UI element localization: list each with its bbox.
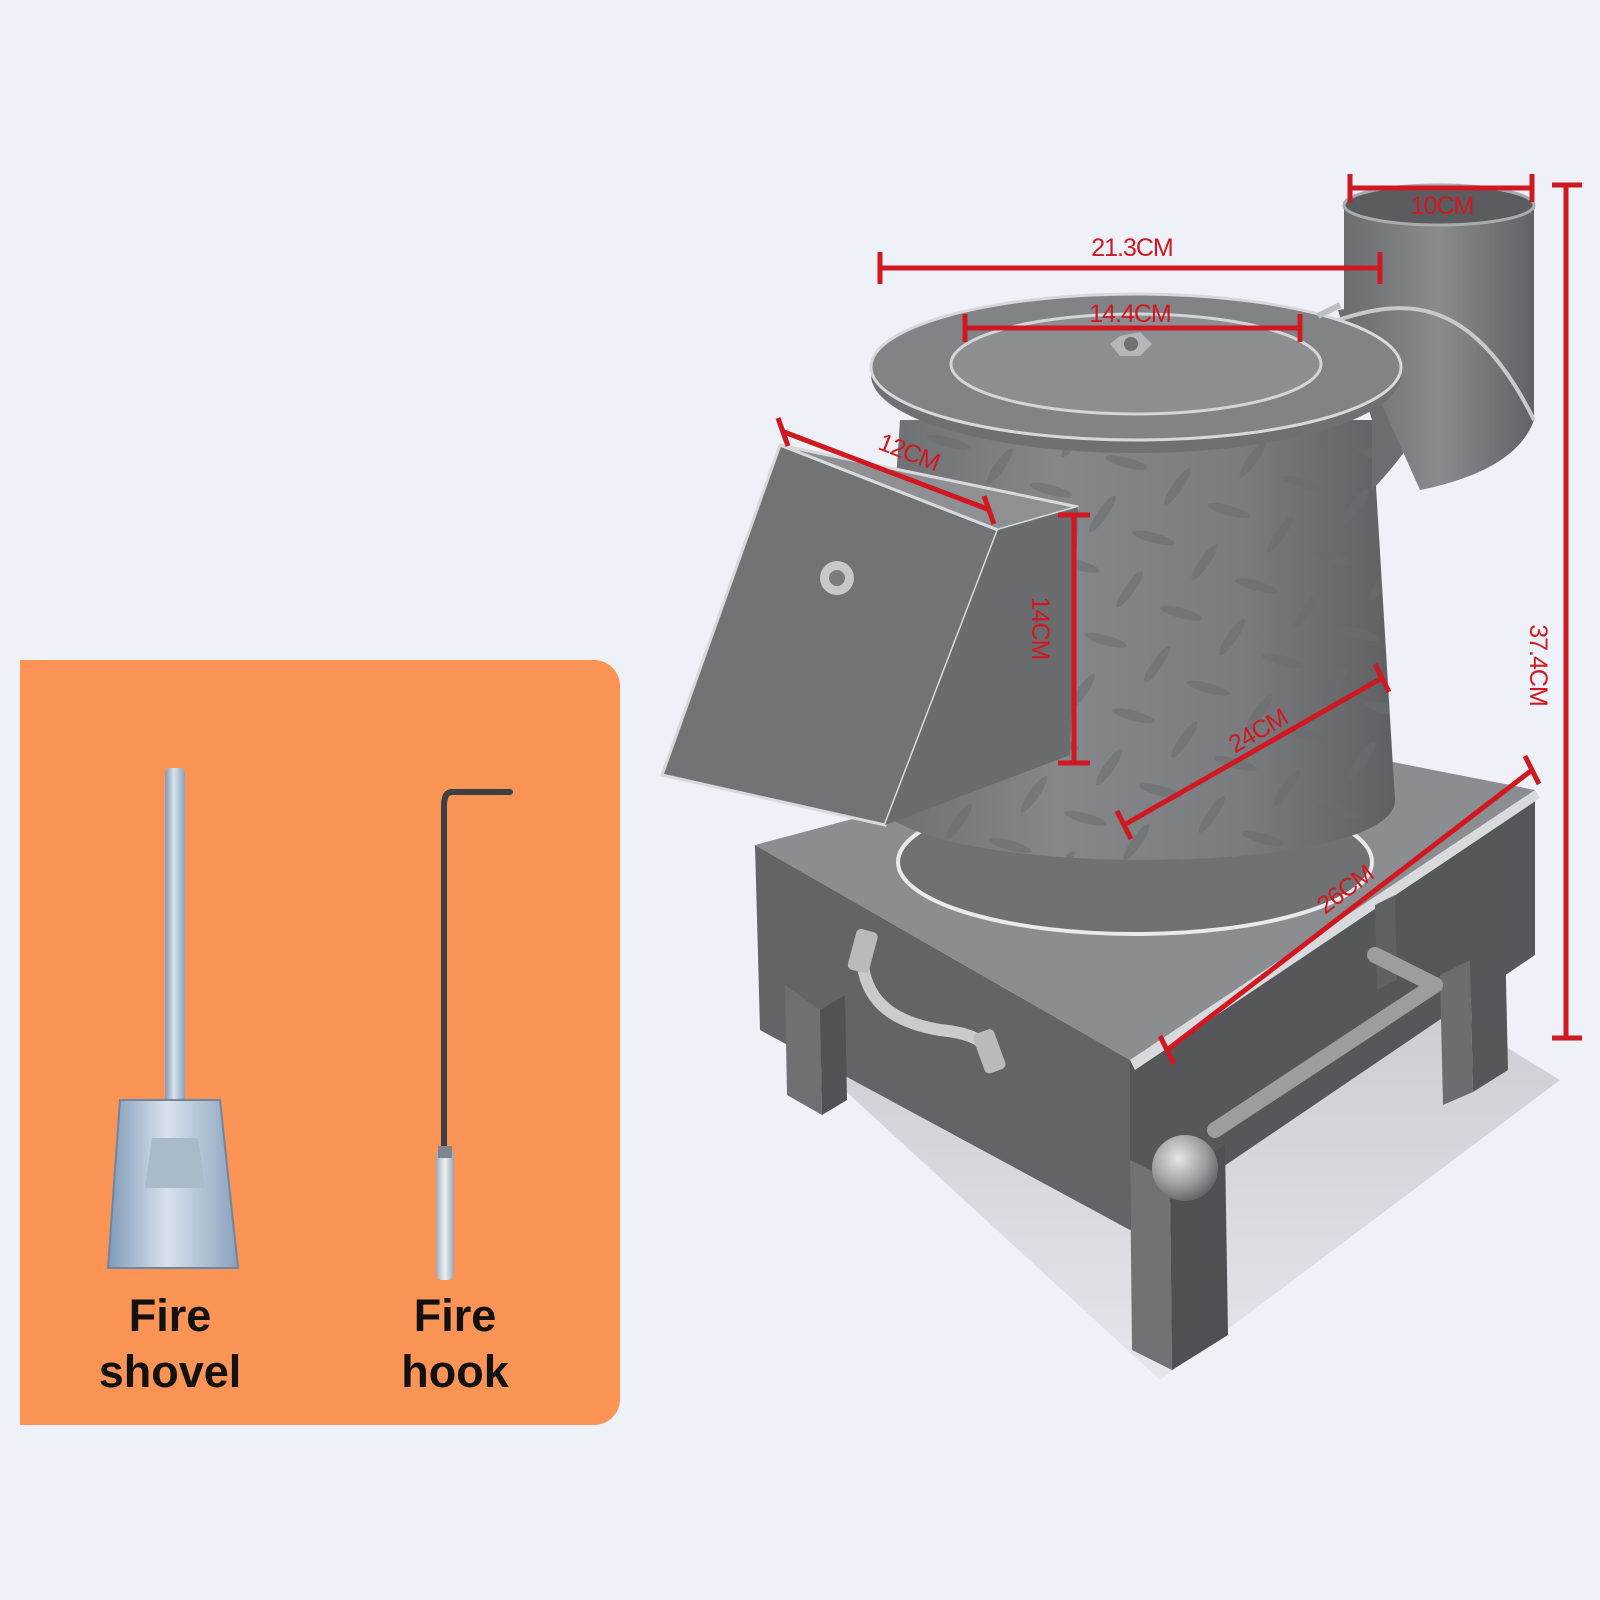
drawer-handle <box>847 928 1006 1074</box>
fire-shovel-label: Fire shovel <box>70 1288 270 1400</box>
side-bar-handle <box>1152 947 1443 1201</box>
fire-hook-label: Fire hook <box>365 1288 545 1400</box>
fire-hook-label-line1: Fire <box>413 1290 497 1341</box>
dimension-lid: 14.4CM <box>962 300 1303 342</box>
fire-shovel-label-line2: shovel <box>98 1346 242 1397</box>
fire-shovel-image <box>106 768 240 1269</box>
dimension-chimney: 10CM <box>1347 174 1535 220</box>
dimension-height: 37.4CM <box>1524 182 1582 1041</box>
fire-hook-label-line2: hook <box>401 1346 509 1397</box>
fire-shovel-label-line1: Fire <box>128 1290 212 1341</box>
height-dimension-label: 37.4CM <box>1524 624 1552 706</box>
lid-dimension-label: 14.4CM <box>1089 300 1171 328</box>
dimension-top-width: 21.3CM <box>877 234 1383 284</box>
fire-hook-image <box>436 789 513 1280</box>
door-height-dimension-label: 14CM <box>1026 597 1054 660</box>
dimension-door-height: 14CM <box>1026 512 1090 766</box>
top-width-dimension-label: 21.3CM <box>1091 234 1173 262</box>
accessory-panel: Fire shovel Fire hook <box>20 660 620 1425</box>
chimney-dimension-label: 10CM <box>1411 192 1474 220</box>
feed-door <box>660 443 1079 827</box>
